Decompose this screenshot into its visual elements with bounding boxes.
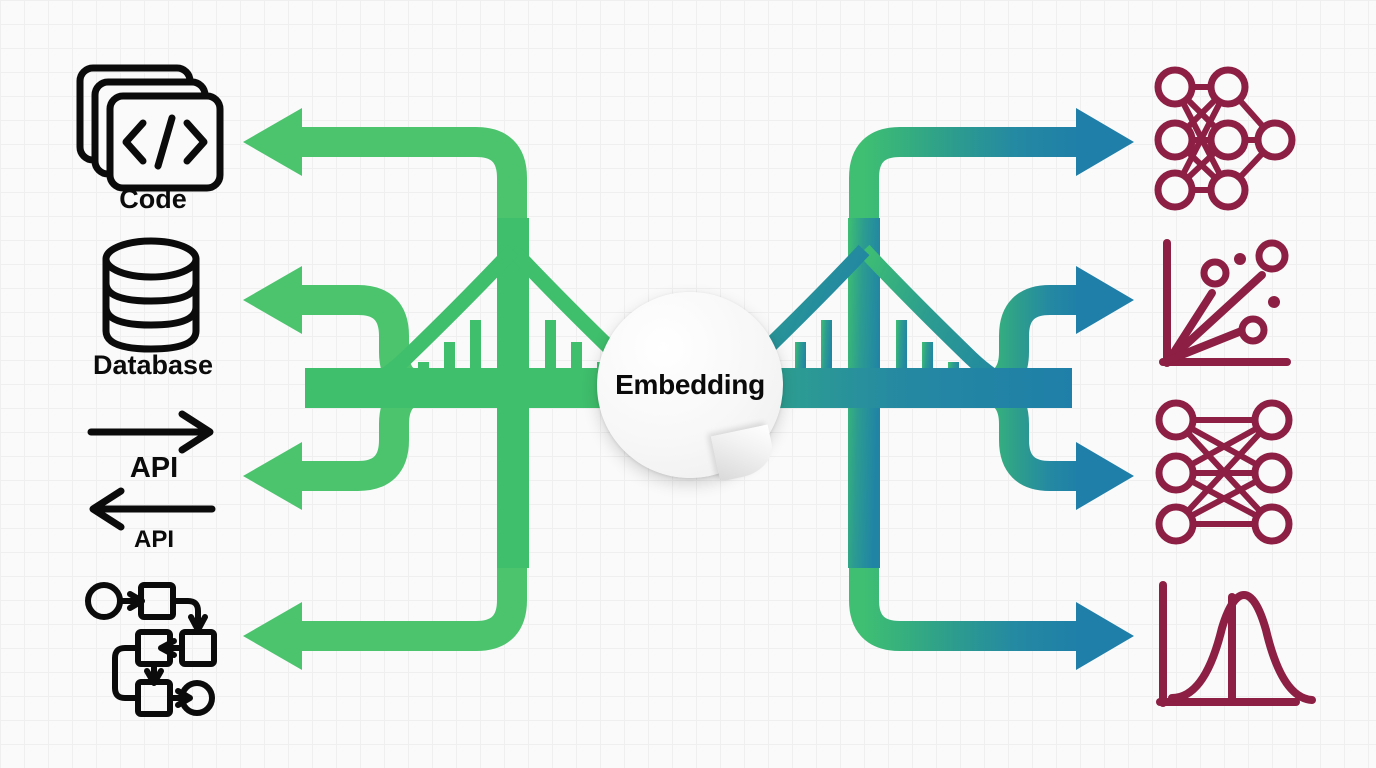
embedding-label: Embedding: [615, 369, 765, 400]
left-source-icons: [76, 64, 224, 717]
left-arrow-1: [243, 108, 527, 228]
vector-scatter-plot-icon[interactable]: [1159, 239, 1291, 367]
bipartite-graph-icon[interactable]: [1155, 399, 1293, 545]
embedding-badge[interactable]: Embedding: [597, 292, 783, 482]
left-arrow-4: [243, 548, 527, 670]
api-arrow-right-icon[interactable]: [87, 410, 214, 454]
source-label-api-out: API: [129, 452, 179, 484]
database-cylinder-icon[interactable]: [102, 237, 200, 353]
right-output-icons: [1154, 66, 1316, 707]
api-arrow-left-icon[interactable]: [89, 487, 216, 531]
source-label-code: Code: [119, 184, 187, 214]
neural-network-icon[interactable]: [1154, 66, 1296, 211]
right-teal-side: [641, 108, 1134, 670]
source-label-database: Database: [92, 350, 214, 380]
workflow-flowchart-icon[interactable]: [85, 582, 217, 717]
code-stack-icon[interactable]: [76, 64, 224, 192]
right-arrow-4: [849, 548, 1134, 670]
right-arrow-1: [849, 108, 1134, 228]
bell-curve-icon[interactable]: [1156, 581, 1316, 707]
source-label-api-in: API: [133, 526, 174, 553]
